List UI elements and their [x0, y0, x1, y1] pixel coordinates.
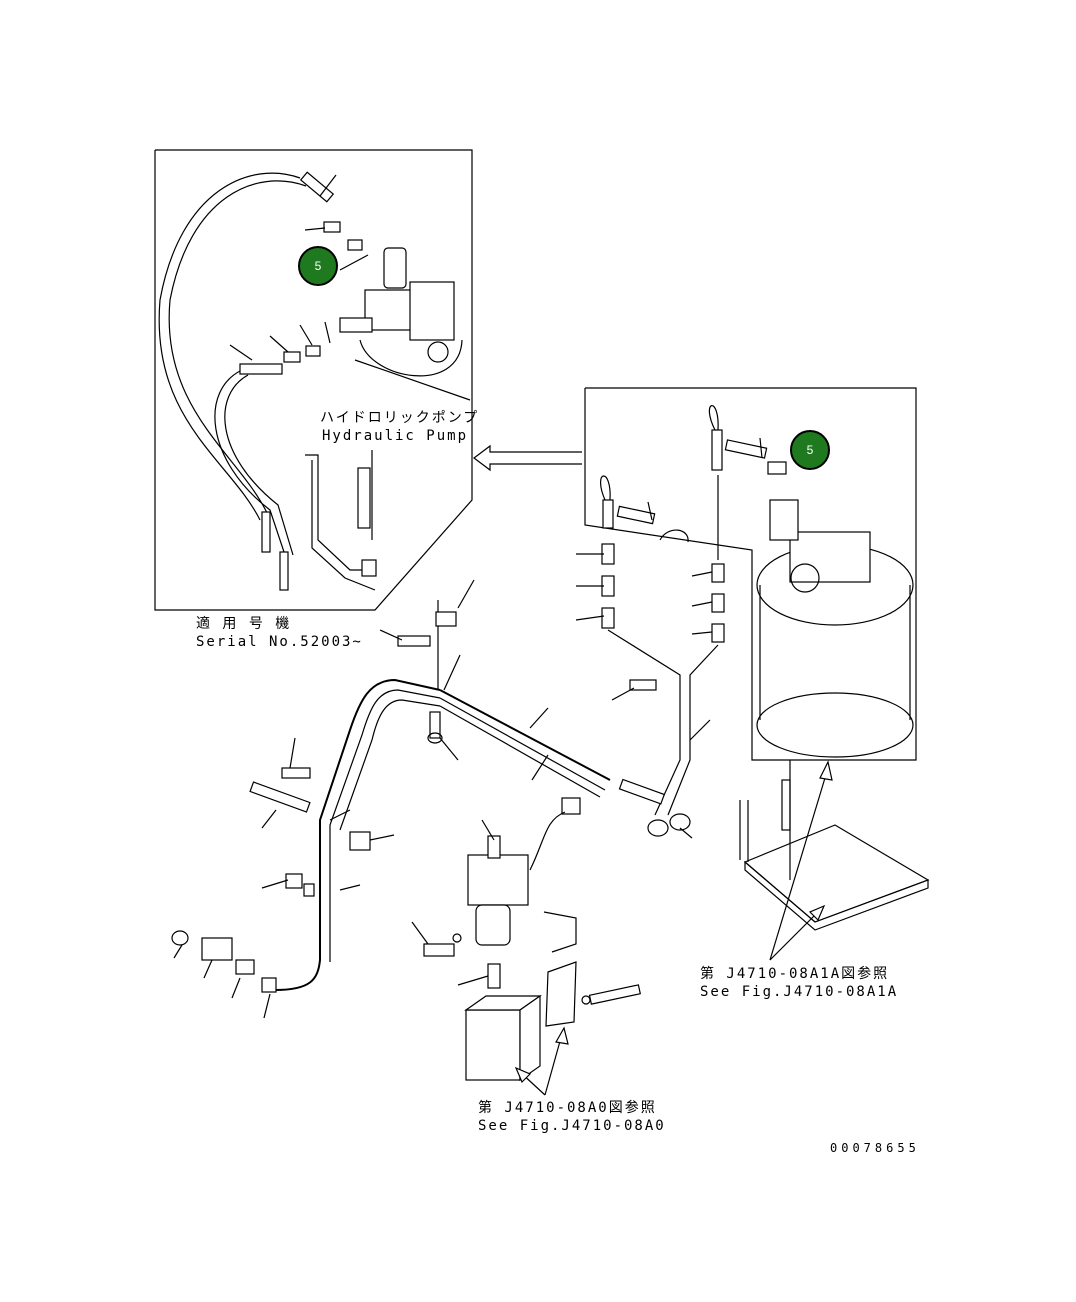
callout-badge-inset[interactable]: 5 — [298, 246, 338, 286]
inset-fittings — [229, 171, 369, 375]
pump-label-jp: ハイドロリックポンプ — [320, 410, 480, 426]
inset-pump — [339, 247, 471, 401]
callout-number: 5 — [806, 443, 814, 457]
valve-assembly — [423, 797, 641, 1082]
callout-number: 5 — [314, 259, 322, 273]
inset-arrow — [473, 444, 582, 472]
main-tubes — [274, 600, 611, 991]
serial-label-en: Serial No.52003~ — [196, 634, 363, 650]
detail-frame — [584, 387, 917, 761]
drawing-number: 00078655 — [830, 1141, 920, 1155]
leader-lines — [173, 437, 763, 1019]
inset-frame — [154, 149, 473, 611]
detail-fittings — [600, 405, 787, 837]
inset-bracket — [305, 450, 377, 591]
callout-badge-detail[interactable]: 5 — [790, 430, 830, 470]
tank-ref-jp[interactable]: 第 J4710-08A1A図参照 — [700, 966, 890, 982]
valve-ref-en[interactable]: See Fig.J4710-08A0 — [478, 1118, 666, 1134]
bolts-clamps — [171, 611, 666, 993]
mount-plate — [739, 760, 930, 931]
detail-tank — [756, 499, 914, 758]
ref-arrows — [514, 760, 833, 1096]
valve-ref-jp[interactable]: 第 J4710-08A0図参照 — [478, 1100, 657, 1116]
inset-hose — [158, 172, 307, 591]
serial-label-jp: 適 用 号 機 — [196, 616, 292, 632]
tank-ref-en[interactable]: See Fig.J4710-08A1A — [700, 984, 899, 1000]
pump-label-en: Hydraulic Pump — [322, 428, 469, 444]
